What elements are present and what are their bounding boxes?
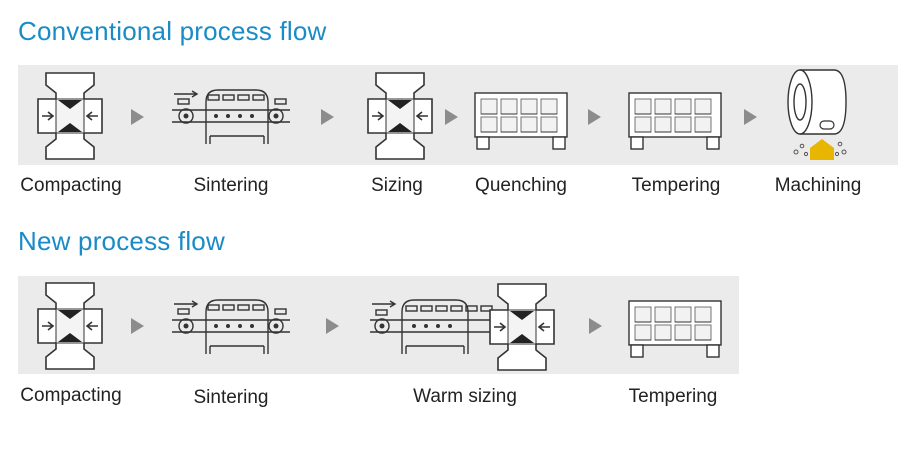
step-label: Quenching [475, 175, 567, 196]
step-label: Sizing [371, 175, 423, 196]
step-label: Warm sizing [413, 386, 517, 407]
sintering-furnace-icon [170, 88, 292, 148]
conventional-flow-band [18, 65, 898, 165]
flow-arrow-icon [131, 318, 144, 334]
sizing-press-icon [364, 71, 436, 161]
step-label: Tempering [628, 386, 718, 407]
step-label: Sintering [193, 387, 269, 408]
machining-icon [782, 66, 854, 162]
compacting-press-icon [34, 71, 106, 161]
flow-arrow-icon [321, 109, 334, 125]
new-flow-title: New process flow [18, 226, 225, 256]
step-label: Compacting [20, 385, 122, 406]
compacting-press-icon [34, 281, 106, 371]
flow-arrow-icon [744, 109, 757, 125]
quenching-furnace-icon [473, 91, 569, 153]
flow-arrow-icon [588, 109, 601, 125]
tempering-furnace-icon [627, 91, 723, 153]
flow-arrow-icon [445, 109, 458, 125]
step-label: Sintering [193, 175, 269, 196]
flow-arrow-icon [326, 318, 339, 334]
step-label: Tempering [631, 175, 721, 196]
step-label: Machining [774, 175, 862, 196]
flow-arrow-icon [589, 318, 602, 334]
conventional-flow-title: Conventional process flow [18, 16, 327, 46]
sintering-furnace-icon [170, 298, 292, 358]
flow-arrow-icon [131, 109, 144, 125]
step-label: Compacting [20, 175, 122, 196]
warm-sizing-icon [368, 282, 558, 372]
tempering-furnace-icon [627, 299, 723, 361]
